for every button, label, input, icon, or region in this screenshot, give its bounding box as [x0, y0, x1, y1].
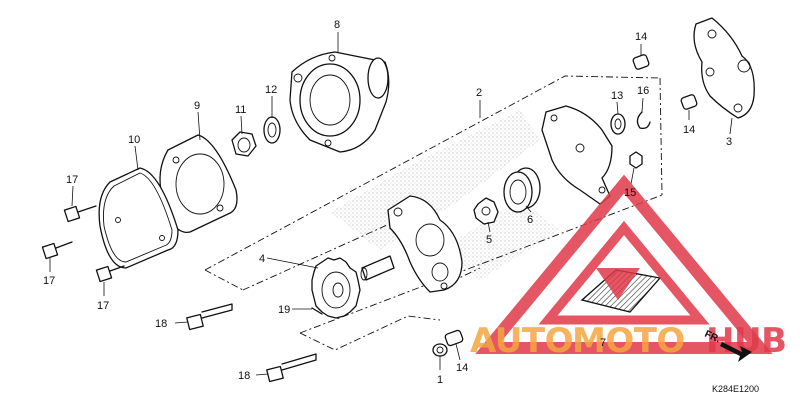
part-12-washer: [263, 116, 281, 144]
callout-1: 1: [437, 374, 443, 386]
callout-9: 9: [194, 100, 200, 112]
callout-17-b: 17: [43, 275, 55, 287]
part-18-bolt-b: [266, 353, 317, 383]
part-18-bolt-a: [186, 303, 233, 331]
callout-14-b: 14: [683, 124, 695, 136]
part-5-rotor: [473, 197, 499, 225]
pump-cover-plate: [541, 105, 613, 205]
callout-18-b: 18: [238, 370, 250, 382]
callout-12: 12: [265, 84, 277, 96]
part-10-cover: [98, 167, 179, 269]
callout-18-a: 18: [155, 318, 167, 330]
callout-16: 16: [637, 85, 649, 97]
callout-6: 6: [527, 214, 533, 226]
diagram-code: K284E1200: [712, 384, 759, 394]
callout-11: 11: [235, 104, 246, 116]
callout-14-a: 14: [635, 31, 647, 43]
part-15-bolt: [629, 151, 643, 169]
part-11-nut: [231, 131, 257, 157]
callout-14-c: 14: [456, 362, 468, 374]
part-1-washer: [432, 343, 448, 357]
callout-4: 4: [259, 253, 265, 265]
part-6-outer-rotor: [503, 167, 541, 213]
part-17-bolt-a: [63, 205, 97, 223]
callout-10: 10: [128, 134, 140, 146]
part-17-bolt-b: [41, 241, 73, 260]
part-9-gasket: [159, 134, 238, 233]
watermark-logo: [475, 174, 773, 354]
part-8-housing: [289, 51, 390, 153]
part-14-dowel-b: [680, 94, 698, 110]
part-2-pump-body: [360, 195, 463, 293]
callout-19: 19: [278, 304, 290, 316]
background-emblem: [330, 110, 560, 280]
part-19-pin: [311, 307, 323, 315]
callout-8: 8: [334, 19, 340, 31]
part-14-dowel-a: [632, 54, 650, 70]
callout-2: 2: [476, 87, 482, 99]
watermark-word-moto: MOTO: [572, 321, 685, 361]
callout-17-a: 17: [66, 174, 78, 186]
callout-15: 15: [624, 187, 636, 199]
callout-7: 7: [600, 337, 606, 349]
callout-labels: 8 9 11 12 10 2 17 17 17 4 5 6 13 16 14 1…: [43, 19, 732, 386]
part-13-washer: [610, 113, 626, 135]
callout-17-c: 17: [97, 300, 109, 312]
part-14-dowel-c: [444, 329, 464, 347]
callout-13: 13: [611, 90, 623, 102]
callout-3: 3: [726, 136, 732, 148]
part-17-bolt-c: [95, 265, 125, 283]
callout-5: 5: [486, 234, 492, 246]
part-16-clip: [636, 111, 651, 130]
leader-lines: [49, 32, 733, 376]
part-3-gasket: [693, 17, 755, 119]
watermark-word-auto: AUTO: [470, 321, 573, 361]
part-4-gear: [311, 257, 361, 319]
